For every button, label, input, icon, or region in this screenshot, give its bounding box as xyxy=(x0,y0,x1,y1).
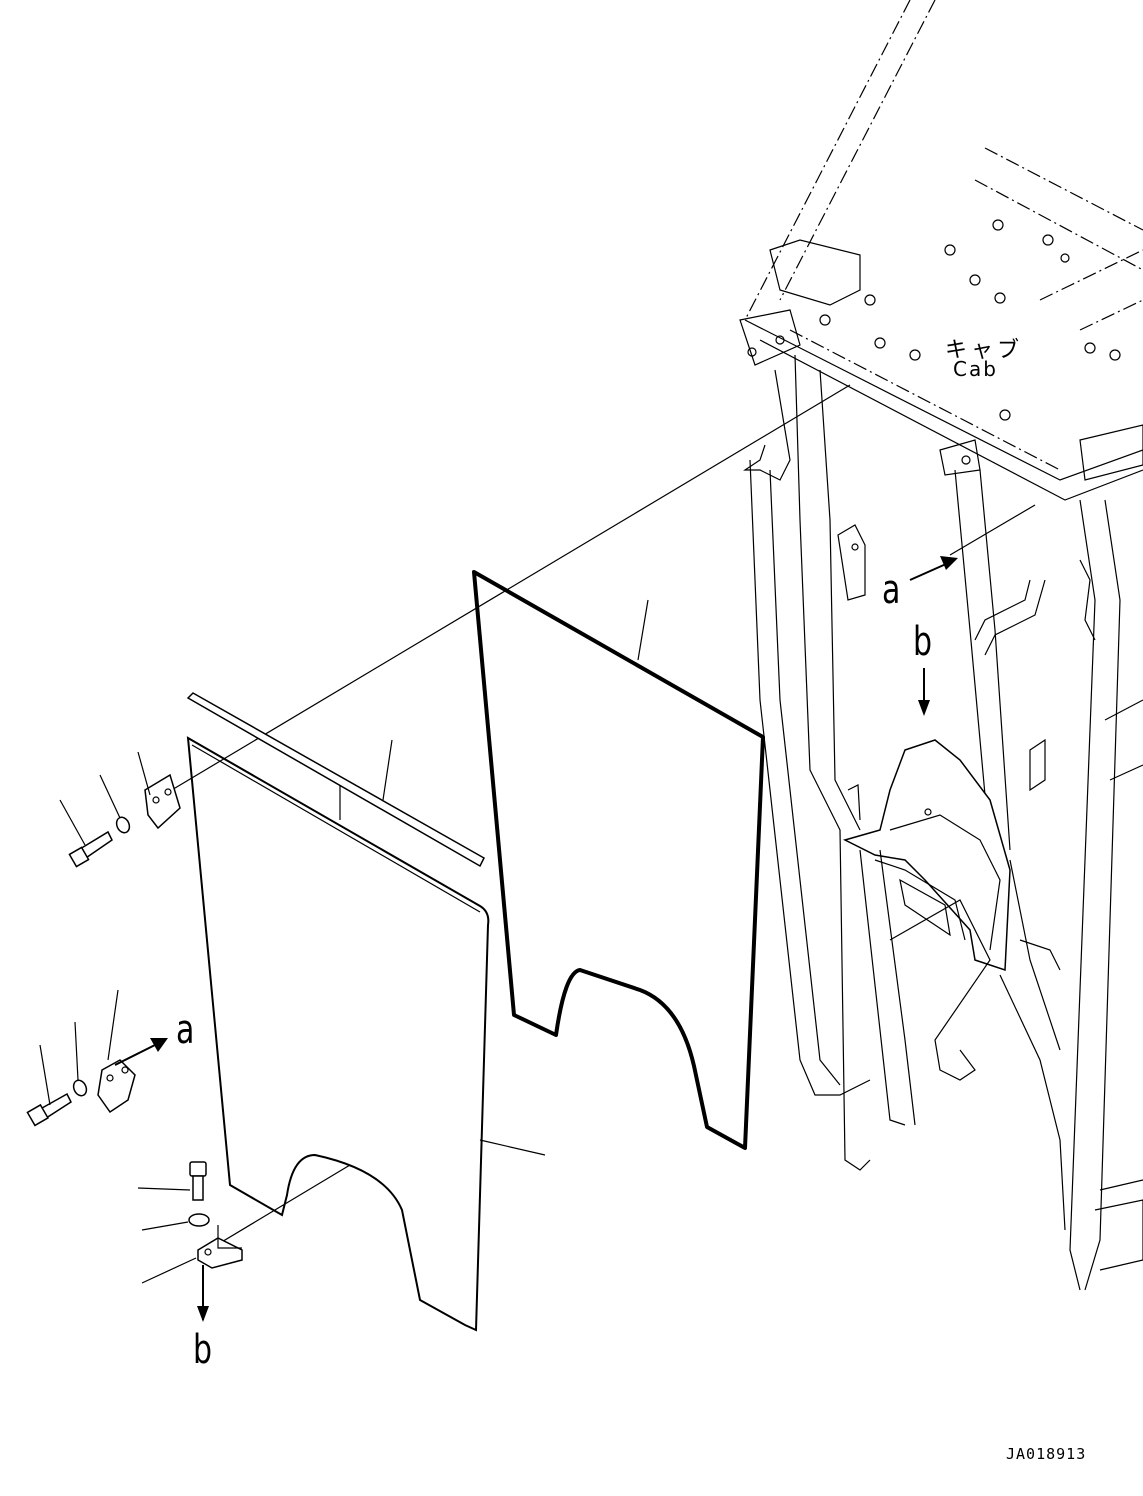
fastener-set-upper xyxy=(59,751,181,868)
ref-label-a-cab: a xyxy=(882,567,901,613)
ref-label-b-part: b xyxy=(193,1327,213,1373)
cab-ref-arrows xyxy=(909,556,958,716)
cab-label-en: Cab xyxy=(953,357,998,381)
fastener-set-middle xyxy=(26,989,168,1127)
drawing-code: JA018913 xyxy=(1006,1445,1087,1463)
seal-leader xyxy=(382,739,393,801)
cab-label-jp: キャブ xyxy=(945,338,1024,363)
fastener-set-lower xyxy=(137,1161,243,1322)
seal-strip xyxy=(186,692,485,868)
sheet-panel xyxy=(186,736,490,1332)
rear-glass-panel xyxy=(472,570,765,1150)
ref-label-b-cab: b xyxy=(913,619,933,665)
cab-frame xyxy=(739,0,1143,1291)
glass-leader xyxy=(637,599,649,661)
sheet-leader xyxy=(479,1139,546,1156)
ref-label-a-part: a xyxy=(176,1007,195,1053)
